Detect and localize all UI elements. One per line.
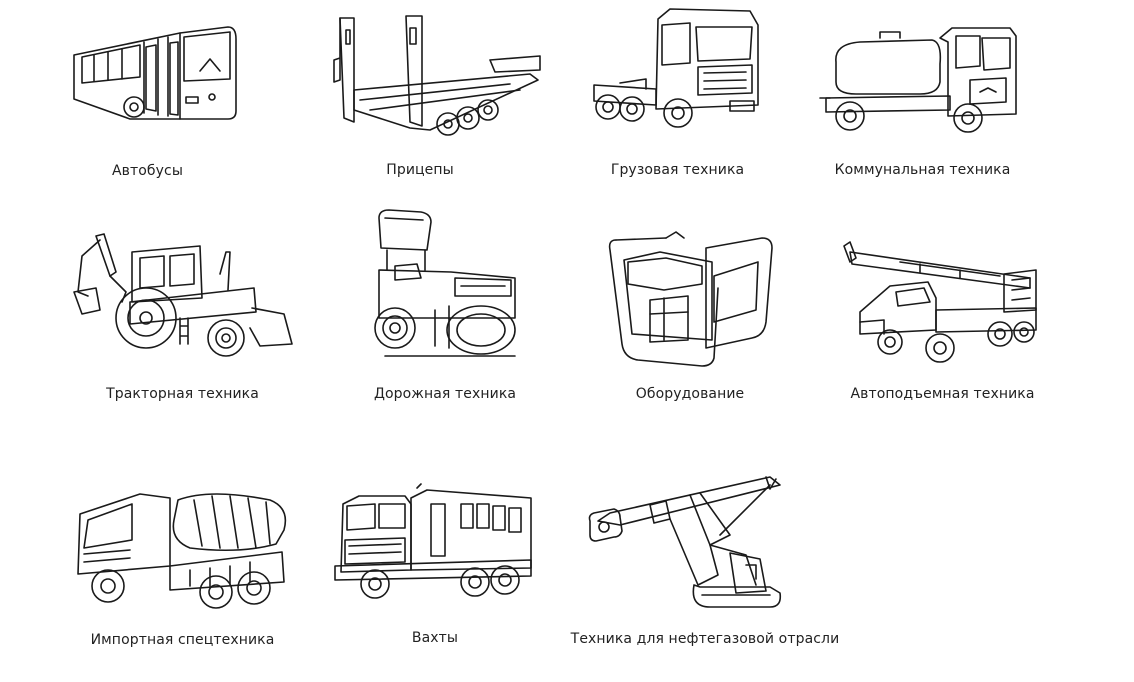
category-label: Грузовая техника [610, 162, 745, 178]
category-road[interactable]: Дорожная техника [365, 206, 525, 412]
road-roller-icon [374, 209, 516, 357]
category-label: Тракторная техника [106, 386, 259, 402]
category-shift-buses[interactable]: Вахты [334, 483, 535, 652]
category-tractors[interactable]: Тракторная техника [70, 232, 295, 412]
truck-icon [593, 8, 759, 128]
category-label: Автоподъемная техника [850, 386, 1035, 402]
category-trailers[interactable]: Прицепы [330, 10, 541, 185]
concrete-mixer-icon [77, 493, 287, 609]
crane-truck-icon [843, 241, 1037, 363]
category-label: Дорожная техника [373, 386, 517, 402]
category-label: Коммунальная техника [834, 162, 1011, 178]
category-buses[interactable]: Автобусы [60, 15, 237, 185]
tanker-truck-icon [819, 27, 1017, 133]
category-imported[interactable]: Импортная спецтехника [70, 490, 295, 652]
backhoe-tractor-icon [73, 233, 293, 357]
category-label: Техника для нефтегазовой отрасли [570, 631, 840, 647]
category-label: Прицепы [386, 162, 454, 178]
category-label: Оборудование [635, 386, 745, 402]
category-oil-gas[interactable]: Техника для нефтегазовой отрасли [570, 475, 840, 652]
generator-icon [608, 231, 773, 367]
category-label: Автобусы [111, 163, 184, 179]
category-municipal[interactable]: Коммунальная техника [819, 18, 1025, 185]
category-aerial-lifts[interactable]: Автоподъемная техника [840, 238, 1045, 412]
category-label: Вахты [411, 630, 459, 646]
category-label: Импортная спецтехника [90, 632, 275, 648]
trailer-icon [333, 15, 541, 136]
shift-bus-truck-icon [334, 483, 532, 599]
drilling-rig-icon [588, 476, 782, 608]
category-trucks[interactable]: Грузовая техника [590, 5, 765, 185]
category-equipment[interactable]: Оборудование [606, 231, 774, 412]
bus-icon [73, 26, 237, 120]
